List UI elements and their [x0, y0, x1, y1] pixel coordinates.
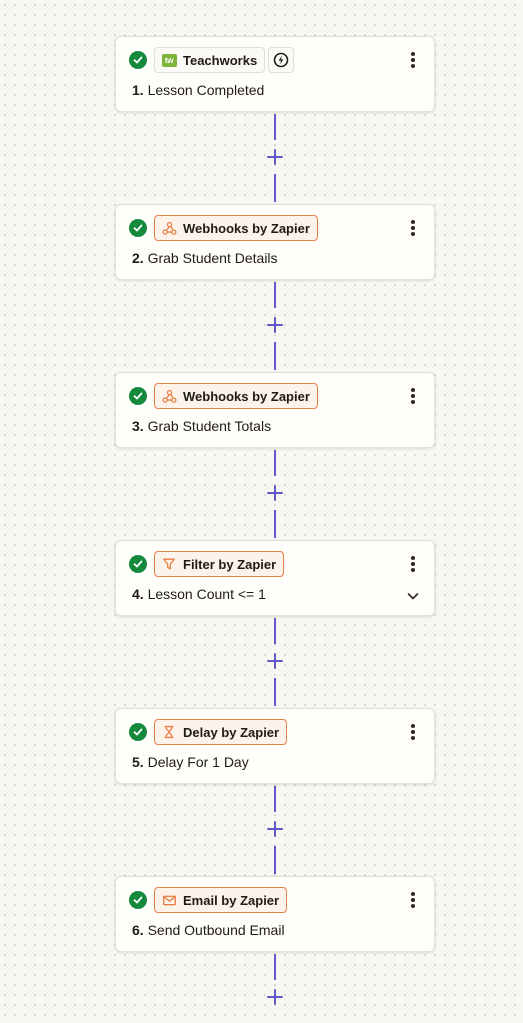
webhook-icon	[161, 220, 177, 236]
connector-line	[274, 846, 276, 874]
connector-line	[274, 786, 276, 812]
connector-line	[274, 450, 276, 476]
chevron-down-icon[interactable]	[406, 589, 420, 603]
connector-line	[274, 678, 276, 706]
app-name: Delay by Zapier	[183, 724, 280, 740]
connector-line	[274, 114, 276, 140]
add-step-plus-icon[interactable]	[267, 821, 283, 837]
add-step-plus-icon[interactable]	[267, 149, 283, 165]
add-step-plus-icon[interactable]	[267, 653, 283, 669]
step-title: 4. Lesson Count <= 1	[132, 586, 266, 602]
step-menu-button[interactable]	[406, 553, 420, 575]
app-badge[interactable]: Webhooks by Zapier	[154, 215, 318, 241]
instant-trigger-icon[interactable]	[268, 47, 294, 73]
teachworks-logo-icon: tw	[161, 52, 177, 68]
app-badge[interactable]: Email by Zapier	[154, 887, 288, 913]
step-title: 3. Grab Student Totals	[132, 418, 272, 434]
step-card-2[interactable]: Webhooks by Zapier 2. Grab Student Detai…	[115, 204, 435, 280]
step-title: 6. Send Outbound Email	[132, 922, 285, 938]
app-badge[interactable]: Filter by Zapier	[154, 551, 285, 577]
step-card-1[interactable]: tw Teachworks 1. Lesson Completed	[115, 36, 435, 112]
connector-line	[274, 618, 276, 644]
app-name: Filter by Zapier	[183, 556, 277, 572]
app-name: Teachworks	[183, 52, 258, 68]
add-step-plus-icon[interactable]	[267, 317, 283, 333]
filter-icon	[161, 556, 177, 572]
connector-line	[274, 510, 276, 538]
connector-line	[274, 342, 276, 370]
webhook-icon	[161, 388, 177, 404]
step-card-3[interactable]: Webhooks by Zapier 3. Grab Student Total…	[115, 372, 435, 448]
check-icon	[129, 723, 147, 741]
check-icon	[129, 387, 147, 405]
hourglass-icon	[161, 724, 177, 740]
step-title: 2. Grab Student Details	[132, 250, 278, 266]
app-name: Email by Zapier	[183, 892, 280, 908]
step-card-5[interactable]: Delay by Zapier 5. Delay For 1 Day	[115, 708, 435, 784]
app-name: Webhooks by Zapier	[183, 220, 310, 236]
app-badge[interactable]: tw Teachworks	[154, 47, 266, 73]
check-icon	[129, 555, 147, 573]
connector-line	[274, 282, 276, 308]
connector-line	[274, 174, 276, 202]
add-step-plus-icon[interactable]	[267, 485, 283, 501]
step-title: 5. Delay For 1 Day	[132, 754, 249, 770]
step-menu-button[interactable]	[406, 217, 420, 239]
check-icon	[129, 219, 147, 237]
step-menu-button[interactable]	[406, 385, 420, 407]
step-menu-button[interactable]	[406, 889, 420, 911]
step-card-6[interactable]: Email by Zapier 6. Send Outbound Email	[115, 876, 435, 952]
step-menu-button[interactable]	[406, 721, 420, 743]
check-icon	[129, 891, 147, 909]
app-badge[interactable]: Webhooks by Zapier	[154, 383, 318, 409]
add-step-plus-icon[interactable]	[267, 989, 283, 1005]
step-menu-button[interactable]	[406, 49, 420, 71]
app-name: Webhooks by Zapier	[183, 388, 310, 404]
app-badge[interactable]: Delay by Zapier	[154, 719, 288, 745]
connector-line	[274, 954, 276, 980]
check-icon	[129, 51, 147, 69]
step-title: 1. Lesson Completed	[132, 82, 265, 98]
envelope-icon	[161, 892, 177, 908]
step-card-4[interactable]: Filter by Zapier 4. Lesson Count <= 1	[115, 540, 435, 616]
